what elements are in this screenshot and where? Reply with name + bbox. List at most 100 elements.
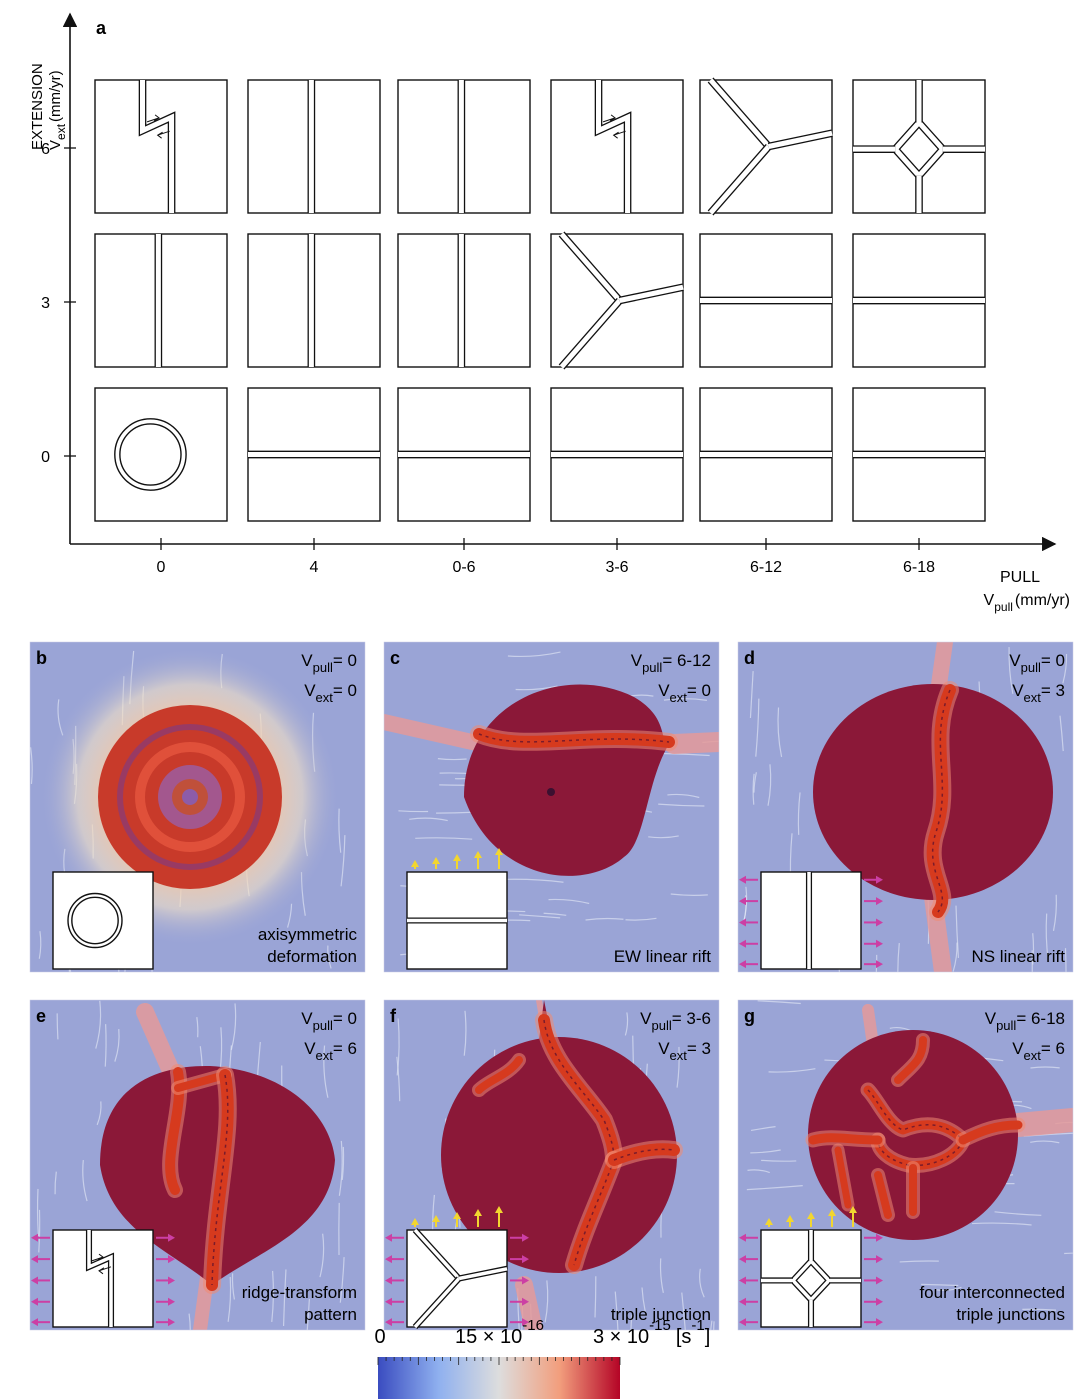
regime-cell <box>248 80 380 213</box>
vext-sub: ext <box>670 1048 688 1063</box>
panel-caption: triple junctions <box>956 1305 1065 1324</box>
regime-cell <box>398 388 530 521</box>
simulation-panels: bVpull= 0Vext= 0axisymmetricdeformationc… <box>30 642 1087 1359</box>
vpull-value: = 0 <box>1041 651 1065 670</box>
x-tick-label: 3-6 <box>605 559 628 576</box>
strain-streak <box>1065 948 1066 1005</box>
schematic-box <box>53 1230 153 1327</box>
x-tick-label: 6-12 <box>750 559 782 576</box>
vpull-sub: pull <box>996 1018 1016 1033</box>
x-axis-title: PULL <box>1000 569 1040 586</box>
vpull-main: V <box>301 1009 313 1028</box>
vext-main: V <box>304 1039 316 1058</box>
regime-cell <box>248 388 380 521</box>
vext-value: = 0 <box>333 681 357 700</box>
y-var-sub: ext <box>54 123 68 140</box>
schematic-box <box>551 80 683 213</box>
vext-sub: ext <box>316 1048 334 1063</box>
regime-cell <box>398 80 530 213</box>
x-tick-label: 0 <box>157 559 166 576</box>
vpull-main: V <box>631 651 643 670</box>
inset-schematic <box>407 1230 507 1327</box>
regime-cell <box>700 234 832 367</box>
colorbar-min-label: 0 <box>374 1326 385 1348</box>
vpull-value: = 0 <box>333 1009 357 1028</box>
colorbar-max-exp: -15 <box>649 1317 671 1334</box>
regime-cell <box>398 234 530 367</box>
x-var-unit: (mm/yr) <box>1015 592 1070 609</box>
y-tick-label: 0 <box>41 449 50 466</box>
panel-f: fVpull= 3-6Vext= 3triple junction <box>384 1000 719 1359</box>
regime-cell <box>853 80 985 213</box>
vpull-sub: pull <box>652 1018 672 1033</box>
strain-streak <box>70 968 71 989</box>
vext-value: = 0 <box>687 681 711 700</box>
regime-cell <box>95 80 227 213</box>
regime-cell <box>551 80 683 213</box>
vpull-value: = 3-6 <box>672 1009 711 1028</box>
panel-label: e <box>36 1006 46 1026</box>
x-var-main: V <box>984 592 995 609</box>
vpull-sub: pull <box>313 1018 333 1033</box>
panel-a-regime-diagram: a 630 040-63-66-126-18 EXTENSION Vext(mm… <box>29 14 1070 614</box>
panel-caption: pattern <box>304 1305 357 1324</box>
panel-b: bVpull= 0Vext= 0axisymmetricdeformation <box>30 642 365 1019</box>
regime-cell <box>700 80 832 213</box>
colorbar-max-text: 3 × 10 <box>593 1326 649 1348</box>
regime-grid <box>95 80 985 521</box>
inset-schematic <box>761 1230 861 1327</box>
regime-cell <box>95 234 227 367</box>
x-var-sub: pull <box>994 600 1013 614</box>
vext-value: = 3 <box>687 1039 711 1058</box>
vpull-main: V <box>301 651 313 670</box>
colorbar-unit-close: ] <box>705 1326 711 1348</box>
vext-value: = 6 <box>1041 1039 1065 1058</box>
colorbar-mid-text: 15 × 10 <box>455 1326 522 1348</box>
panel-label: g <box>744 1006 755 1026</box>
vpull-sub: pull <box>1021 660 1041 675</box>
propagating-rift <box>674 742 719 744</box>
panel-label: f <box>390 1006 397 1026</box>
vext-sub: ext <box>1024 1048 1042 1063</box>
inset-schematic <box>53 1230 153 1327</box>
y-tick-label: 3 <box>41 295 50 312</box>
x-tick-label: 6-18 <box>903 559 935 576</box>
vext-sub: ext <box>670 690 688 705</box>
panel-caption: four interconnected <box>919 1283 1065 1302</box>
x-axis-variable: Vpull(mm/yr) <box>984 592 1070 614</box>
plume-center <box>547 788 555 796</box>
vext-value: = 3 <box>1041 681 1065 700</box>
vpull-value: = 6-18 <box>1016 1009 1065 1028</box>
panel-caption: axisymmetric <box>258 925 358 944</box>
vext-main: V <box>658 1039 670 1058</box>
vext-sub: ext <box>316 690 334 705</box>
x-tick-label: 4 <box>310 559 319 576</box>
vpull-value: = 6-12 <box>662 651 711 670</box>
y-axis-variable: Vext(mm/yr) <box>47 70 68 150</box>
colorbar-unit-open: [s <box>676 1326 692 1348</box>
strain-streak <box>57 1013 58 1039</box>
y-axis-title-group: EXTENSION <box>29 63 46 150</box>
vext-value: = 6 <box>333 1039 357 1058</box>
vpull-sub: pull <box>313 660 333 675</box>
strain-center <box>182 789 198 805</box>
inset-schematic <box>53 872 153 969</box>
x-tick-label: 0-6 <box>452 559 475 576</box>
vext-main: V <box>1012 1039 1024 1058</box>
panel-label: c <box>390 648 400 668</box>
propagating-rift <box>1018 1120 1073 1125</box>
rift-zone <box>813 1138 878 1140</box>
regime-cell <box>551 234 683 367</box>
panel-c: cVpull= 6-12Vext= 0EW linear rift <box>384 642 742 972</box>
vpull-main: V <box>985 1009 997 1028</box>
vpull-main: V <box>1009 651 1021 670</box>
regime-cell <box>853 388 985 521</box>
panel-caption: deformation <box>267 947 357 966</box>
regime-cell <box>551 388 683 521</box>
colorbar-mid-exp: -16 <box>522 1317 544 1334</box>
colorbar-unit-exp: -1 <box>691 1317 704 1334</box>
panel-a-label: a <box>96 18 107 38</box>
vext-sub: ext <box>1024 690 1042 705</box>
